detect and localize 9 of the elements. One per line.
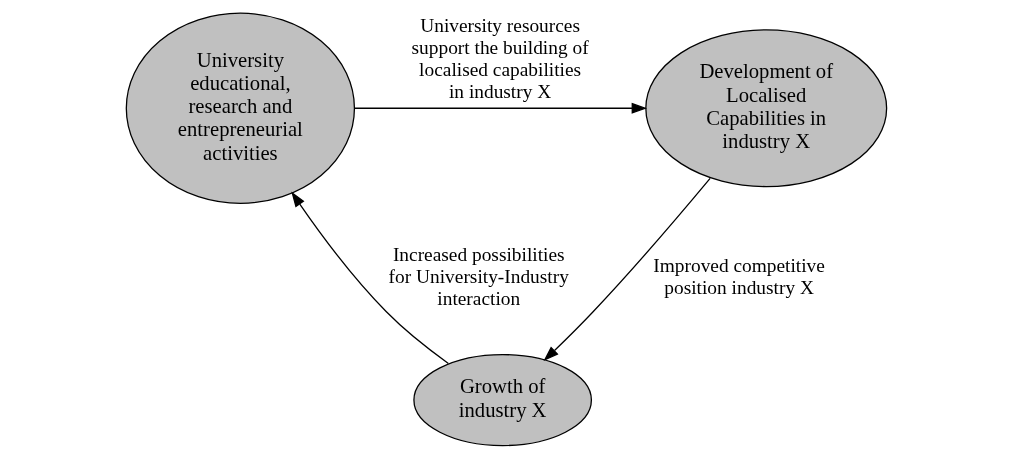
edge-label: University resources support the building of localised capabilities in industry X — [411, 15, 589, 102]
node-ellipse: Growth of industry X — [413, 353, 593, 447]
edge-label: Improved competitive position industry X — [653, 255, 825, 299]
node-ellipse: University educational, research and entrepreneurial activities — [125, 12, 356, 204]
edge-label: Increased possibilities for University-Industry interaction — [388, 244, 569, 310]
arrow — [354, 102, 648, 114]
node-ellipse: Development of Localised Capabilities in industry X — [645, 29, 888, 188]
arrow — [291, 191, 450, 365]
arrow — [543, 177, 711, 362]
